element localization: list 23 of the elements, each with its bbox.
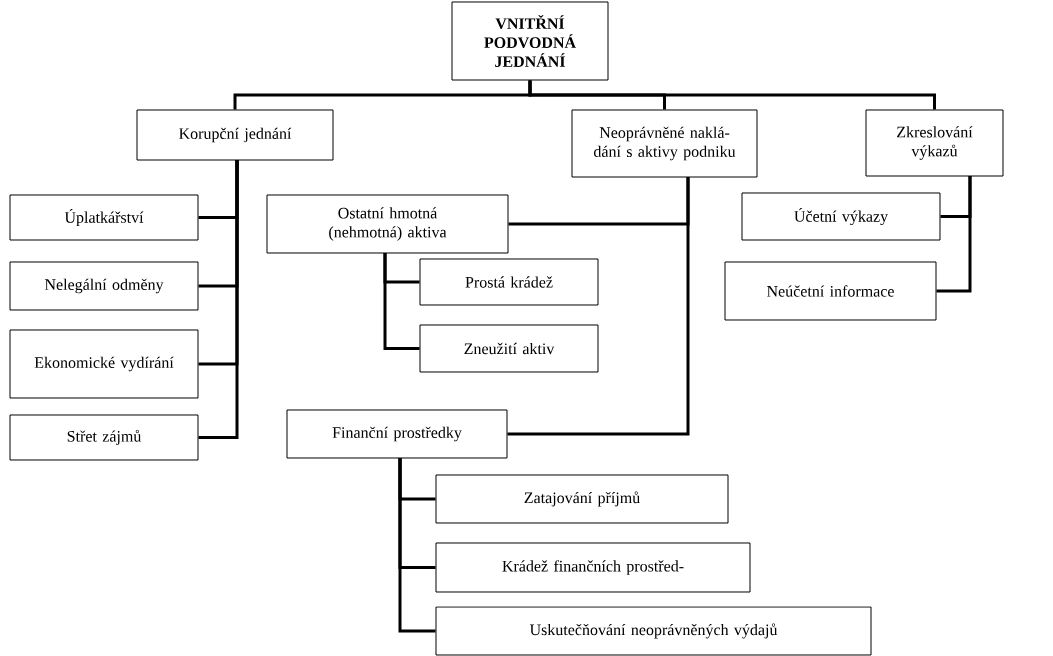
text-box: Finanční prostředky <box>286 409 508 459</box>
connector-line <box>528 80 936 110</box>
text-box: VNITŘNÍ PODVODNÁ JEDNÁNÍ <box>451 1 609 81</box>
text-box: Ostatní hmotná (nehmotná) aktiva <box>266 194 509 254</box>
connector-line <box>936 176 972 293</box>
text-box: Zneužití aktiv <box>419 324 599 373</box>
text-box: Korupční jednání <box>136 109 334 161</box>
text-box: Neoprávněné naklá- dání s aktivy podniku <box>571 109 758 178</box>
text-box: Nelegální odměny <box>9 261 199 311</box>
text-box: Zatajování příjmů <box>435 474 729 524</box>
text-box: Uskutečňování neoprávněných výdajů <box>435 606 872 656</box>
text-box: Úplatkářství <box>9 194 199 241</box>
text-box: Neúčetní informace <box>724 261 937 321</box>
connector-line <box>383 253 420 350</box>
connector-line <box>398 458 436 633</box>
text-box: Krádež finančních prostřed- <box>435 542 751 593</box>
text-box: Prostá krádež <box>419 258 599 306</box>
connector-line <box>507 177 690 436</box>
text-box: Zkreslování výkazů <box>865 109 1004 177</box>
text-box: Střet zájmů <box>9 414 199 461</box>
connector-line <box>198 160 239 439</box>
text-box: Účetní výkazy <box>741 192 941 241</box>
text-box: Ekonomické vydírání <box>9 329 199 399</box>
